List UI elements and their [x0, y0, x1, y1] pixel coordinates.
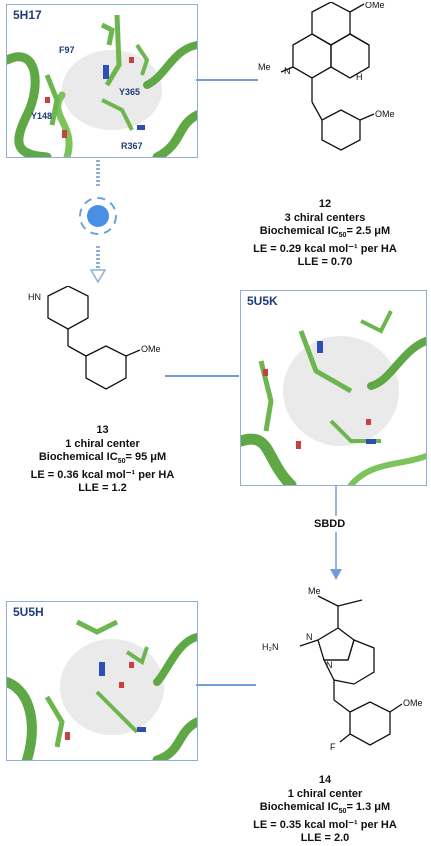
- ic50-line: Biochemical IC50= 2.5 μM: [259, 225, 391, 240]
- panel-code-label: 5U5K: [247, 294, 278, 308]
- crystal-structure-5u5k: 5U5K: [240, 290, 427, 486]
- crystal-structure-5h17: 5H17 F97 Y365 Y148 R367: [6, 4, 198, 158]
- atom-ome-top: OMe: [365, 2, 385, 10]
- atom-n: N: [284, 66, 291, 76]
- protein-ribbon-5h17: [7, 14, 197, 157]
- structure-compound-12: OMe Me N H OMe: [258, 2, 395, 151]
- chiral-centers: 3 chiral centers: [284, 211, 366, 224]
- residue-label-f97: F97: [59, 45, 75, 55]
- residue-label-y365: Y365: [119, 87, 141, 97]
- ic50-line: Biochemical IC50= 1.3 μM: [259, 801, 391, 816]
- compound-number: 13: [96, 424, 109, 436]
- connector-line-14: [196, 684, 256, 686]
- atom-ome-side: OMe: [375, 109, 395, 119]
- atom-n2: N: [326, 660, 333, 670]
- structure-compound-14: Me H₂N N N OMe F: [262, 586, 423, 752]
- atom-ome: OMe: [141, 344, 161, 354]
- ic50-line: Biochemical IC50= 95 μM: [38, 451, 167, 466]
- le-value: LE = 0.35 kcal mol⁻¹ per HA: [253, 818, 397, 831]
- fragmentation-arrow: [79, 160, 117, 284]
- atom-h: H: [356, 72, 363, 82]
- compound-number: 14: [318, 774, 332, 786]
- structure-compound-13: HN OMe: [28, 286, 161, 390]
- sbdd-arrow: [330, 485, 342, 580]
- panel-code-label: 5U5H: [13, 605, 44, 619]
- atom-n1: N: [306, 632, 313, 642]
- le-value: LE = 0.36 kcal mol⁻¹ per HA: [30, 468, 175, 481]
- panel-code-label: 5H17: [13, 8, 42, 22]
- connector-line-13: [165, 375, 239, 377]
- atom-ome: OMe: [403, 698, 423, 708]
- lle-value: LLE = 2.0: [300, 832, 350, 845]
- atom-h2n: H₂N: [262, 642, 279, 652]
- compound-14-caption: 14 1 chiral center Biochemical IC50= 1.3…: [220, 774, 430, 846]
- residue-label-r367: R367: [121, 141, 143, 151]
- compound-number: 12: [318, 198, 332, 210]
- atom-me: Me: [258, 62, 271, 72]
- crystal-structure-5u5h: 5U5H: [6, 601, 198, 761]
- le-value: LE = 0.29 kcal mol⁻¹ per HA: [253, 242, 397, 255]
- sbdd-label: SBDD: [314, 516, 346, 532]
- compound-13-caption: 13 1 chiral center Biochemical IC50= 95 …: [0, 424, 205, 496]
- atom-f: F: [330, 742, 336, 752]
- protein-ribbon-5u5k: [241, 310, 426, 485]
- chiral-centers: 1 chiral center: [287, 787, 363, 800]
- lle-value: LLE = 1.2: [78, 482, 127, 495]
- chiral-centers: 1 chiral center: [65, 437, 140, 450]
- atom-hn: HN: [28, 292, 41, 302]
- lle-value: LLE = 0.70: [297, 256, 353, 269]
- protein-ribbon-5u5h: [7, 619, 197, 760]
- connector-line-12: [196, 79, 258, 81]
- residue-label-y148: Y148: [31, 111, 53, 121]
- compound-12-caption: 12 3 chiral centers Biochemical IC50= 2.…: [220, 198, 430, 270]
- atom-me: Me: [308, 586, 321, 596]
